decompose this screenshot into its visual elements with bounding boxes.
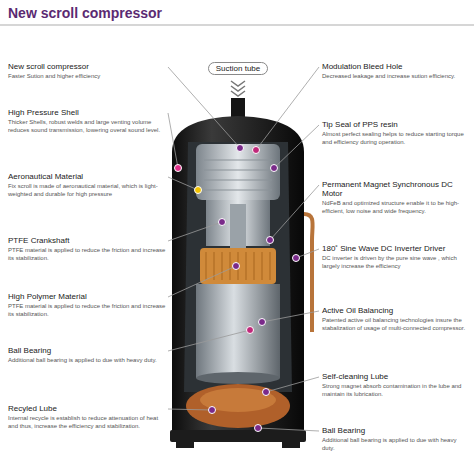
title-rule: [0, 24, 474, 26]
leader-line: [168, 67, 240, 148]
callout-dot: [259, 319, 266, 326]
leader-line: [266, 377, 319, 392]
callout-dot: [253, 147, 260, 154]
crankshaft: [230, 204, 246, 248]
discharge-pipe: [304, 214, 313, 332]
callout-heading: Tip Seal of PPS resin: [322, 120, 470, 129]
winding-lines: [206, 252, 270, 280]
leader-line: [274, 125, 319, 168]
callout-heading: Recyled Lube: [8, 404, 166, 413]
oil-sump: [186, 384, 290, 428]
callout-dot: [255, 425, 262, 432]
callout-text: Patented active oil balancing technologi…: [322, 317, 470, 332]
callout-text: Thicker Shells, robust welds and large v…: [8, 119, 166, 134]
callout-heading: Ball Bearing: [322, 426, 470, 435]
motor-base: [196, 372, 280, 384]
callout-dot: [293, 255, 300, 262]
callout-dot: [237, 145, 244, 152]
callout-text: Almost perfect sealing helps to reduce s…: [322, 131, 470, 146]
leader-line: [168, 222, 222, 241]
part-name: Suction tube: [216, 64, 260, 73]
callout-text: Internal recycle is establish to reduce …: [8, 415, 166, 430]
callout-text: Strong magnet absorb contamination in th…: [322, 383, 470, 398]
dc-motor: [196, 284, 280, 378]
callout-dot: [175, 165, 182, 172]
leader-line: [270, 185, 319, 240]
leader-line: [256, 67, 319, 150]
callout-heading: Modulation Bleed Hole: [322, 62, 470, 71]
callout-heading: Aeronautical Material: [8, 172, 166, 181]
callout-dot: [233, 263, 240, 270]
leader-line: [168, 266, 236, 297]
callout-dot: [267, 237, 274, 244]
callout-heading: Ball Bearing: [8, 346, 166, 355]
callout-heading: Self-cleaning Lube: [322, 372, 470, 381]
scroll-wraps: [204, 160, 272, 190]
part-tag: Suction tube: [208, 62, 268, 75]
callout-heading: New scroll compressor: [8, 62, 166, 71]
callout-heading: 180˚ Sine Wave DC Inverter Driver: [322, 244, 470, 253]
callout-heading: Active Oil Balancing: [322, 306, 470, 315]
callout-heading: High Polymer Material: [8, 292, 166, 301]
leader-line: [168, 330, 250, 351]
high-pressure-shell: [172, 116, 304, 432]
callout-dot: [247, 327, 254, 334]
leader-line: [258, 428, 319, 431]
callout-text: Faster Sution and higher efficiency: [8, 73, 166, 81]
stator-winding: [200, 248, 276, 284]
suction-chevrons: [231, 81, 245, 96]
base-plate: [170, 430, 306, 442]
leader-line: [168, 409, 212, 410]
callout-text: Additional ball bearing is applied to du…: [8, 357, 166, 365]
callout-text: PTFE material is applied to reduce the f…: [8, 303, 166, 318]
page-title: New scroll compressor: [8, 5, 162, 21]
callout-heading: High Pressure Shell: [8, 108, 166, 117]
callout-dot: [263, 389, 270, 396]
callout-heading: PTFE Crankshaft: [8, 236, 166, 245]
callout-dot: [209, 407, 216, 414]
leader-line: [168, 113, 178, 168]
callout-text: Fix scroll is made of aeronautical mater…: [8, 183, 166, 198]
callout-dot: [195, 187, 202, 194]
fixed-scroll: [196, 144, 280, 200]
cutaway: [184, 142, 292, 392]
leader-line: [168, 177, 198, 190]
callout-dot: [271, 165, 278, 172]
callout-text: PTFE material is applied to reduce the f…: [8, 247, 166, 262]
callout-text: Additional ball bearing is applied to du…: [322, 437, 470, 452]
callout-text: NdFeB and optimized structure enable it …: [322, 200, 470, 215]
foot: [176, 442, 194, 448]
callout-text: DC inverter is driven by the pure sine w…: [322, 255, 470, 270]
foot: [282, 442, 300, 448]
callout-text: Decreased leakage and increase sution ef…: [322, 73, 470, 81]
callout-dot: [219, 219, 226, 226]
leader-line: [262, 311, 319, 322]
callout-heading: Permanent Magnet Synchronous DC Motor: [322, 180, 470, 198]
